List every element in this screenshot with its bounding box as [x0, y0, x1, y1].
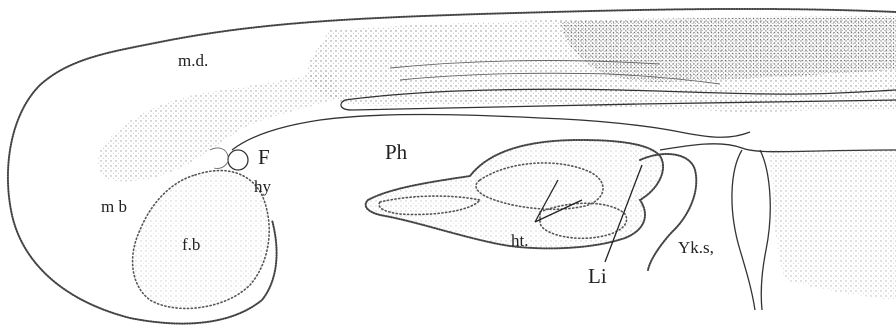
- label-F: F: [258, 145, 270, 169]
- pharynx-roof: [232, 115, 750, 151]
- forebrain-fill: [133, 171, 270, 309]
- yolk-sac-line-2: [760, 150, 770, 310]
- yolk-stipple: [770, 149, 896, 300]
- label-li: Li: [588, 264, 607, 288]
- yolk-sac-line: [732, 150, 755, 310]
- label-ht: ht.: [511, 231, 528, 250]
- label-hy: hy: [254, 177, 272, 196]
- label-yks: Yk.s,: [678, 238, 714, 257]
- label-mb: m b: [101, 197, 127, 216]
- label-Ph: Ph: [385, 140, 408, 164]
- dorsal-tissue-dense: [560, 17, 896, 82]
- label-fb: f.b: [182, 235, 200, 254]
- brain-mass: [98, 70, 340, 181]
- hypophysis-detail: [210, 148, 228, 168]
- hypophysis-loop: [228, 150, 248, 170]
- label-md: m.d.: [178, 51, 208, 70]
